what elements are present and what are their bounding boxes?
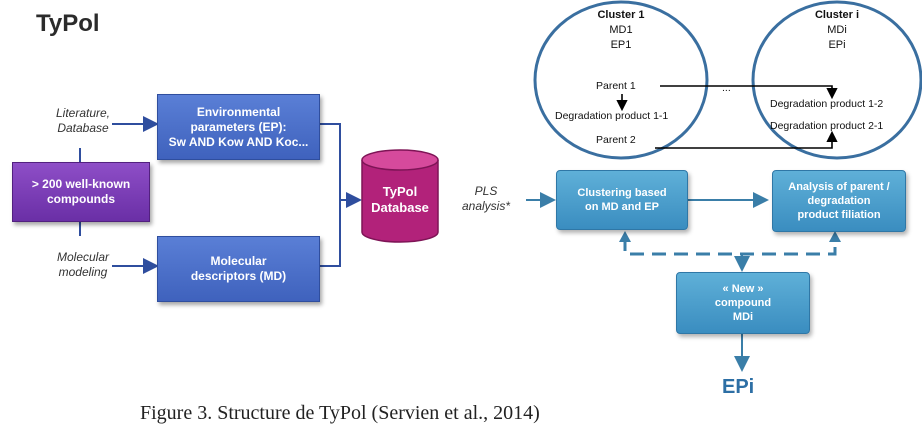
clustering-box: Clustering based on MD and EP [556, 170, 688, 230]
arrow-parent1-to-degradation12 [660, 85, 838, 100]
molecular-modeling-label: Molecular modeling [56, 250, 110, 279]
database-label: TyPol Database [371, 184, 429, 215]
cluster-i-title: Cluster i [814, 9, 859, 21]
literature-database-label: Literature, Database [55, 106, 111, 135]
molecular-descriptors-box: Molecular descriptors (MD) [157, 236, 320, 302]
cluster-1-parent1: Parent 1 [596, 80, 636, 92]
cluster-1-md: MD1 [609, 24, 633, 36]
database-cylinder [361, 149, 439, 243]
arrow-parent2-to-degradation21 [655, 130, 838, 149]
compounds-box: > 200 well-known compounds [12, 162, 150, 222]
line-md-to-database [318, 200, 341, 267]
cluster-1-title: Cluster 1 [597, 9, 645, 21]
cluster-1-degradation: Degradation product 1-1 [555, 110, 669, 122]
cluster-1-circle [533, 0, 709, 160]
figure-caption: Figure 3. Structure de TyPol (Servien et… [140, 402, 540, 424]
diagram-title: TyPol [36, 10, 100, 37]
new-compound-box: « New » compound MDi [676, 272, 810, 334]
dashed-feedback-loop [623, 237, 837, 256]
cluster-i-header: Cluster i MDi EPi [796, 8, 878, 53]
line-ep-to-database [318, 123, 362, 208]
epi-output: EPi [722, 376, 755, 398]
cluster-i-ep: EPi [828, 39, 846, 51]
cluster-1-parent2: Parent 2 [596, 134, 636, 146]
ellipsis: ... [722, 82, 731, 94]
environmental-parameters-box: Environmental parameters (EP): Sw AND Ko… [157, 94, 320, 160]
cluster-i-degradation-1-2: Degradation product 1-2 [770, 98, 884, 110]
filiation-analysis-box: Analysis of parent / degradation product… [772, 170, 906, 232]
cluster-i-md: MDi [827, 24, 847, 36]
cluster-1-header: Cluster 1 MD1 EP1 [580, 8, 662, 53]
cluster-1-ep: EP1 [610, 39, 632, 51]
cluster-i-degradation-2-1: Degradation product 2-1 [770, 120, 884, 132]
cluster-i-circle [751, 0, 922, 160]
pls-analysis-label: PLS analysis* [461, 184, 511, 213]
